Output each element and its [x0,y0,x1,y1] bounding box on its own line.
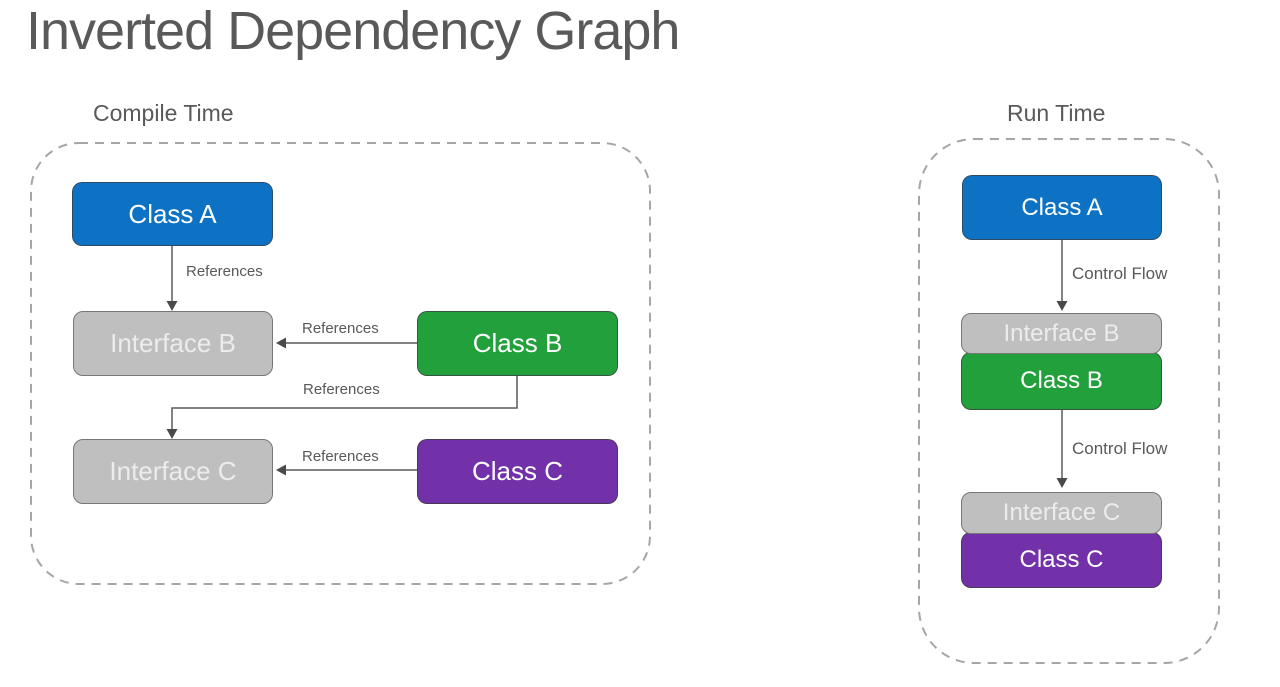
edge-label-control-flow-2: Control Flow [1072,439,1168,458]
run-time-container [918,138,1220,664]
edge-label-references-1: References [186,263,263,280]
node-compile-class-b: Class B [417,311,618,376]
arrowhead-down-icon [1056,301,1068,311]
arrowhead-left-icon [276,337,286,349]
edge-label-references-4: References [302,448,379,465]
edge-label-control-flow-1: Control Flow [1072,264,1168,283]
arrowhead-down-icon [166,301,178,311]
node-compile-interface-c: Interface C [73,439,273,504]
edge-classA-interfaceB [166,246,178,311]
node-run-class-c: Class C [961,532,1162,588]
compile-time-label: Compile Time [93,100,234,126]
page-title: Inverted Dependency Graph [26,1,680,61]
arrowhead-down-icon [1056,478,1068,488]
run-time-label: Run Time [1007,100,1106,126]
edge-label-references-3: References [303,381,380,398]
node-run-class-a: Class A [962,175,1162,240]
arrowhead-left-icon [276,464,286,476]
node-run-interface-c: Interface C [961,492,1162,534]
arrowhead-down-icon [166,429,178,439]
edge-classB-interfaceC [166,376,518,439]
edge-classB-interfaceB [276,337,417,349]
node-run-class-b: Class B [961,352,1162,410]
edge-rt-classA-interfaceB [1056,240,1068,311]
node-compile-class-a: Class A [72,182,273,246]
node-compile-interface-b: Interface B [73,311,273,376]
edge-rt-classB-interfaceC [1056,410,1068,488]
edge-classC-interfaceC [276,464,417,476]
edge-label-references-2: References [302,320,379,337]
compile-time-container [30,142,651,585]
node-run-interface-b: Interface B [961,313,1162,354]
node-compile-class-c: Class C [417,439,618,504]
